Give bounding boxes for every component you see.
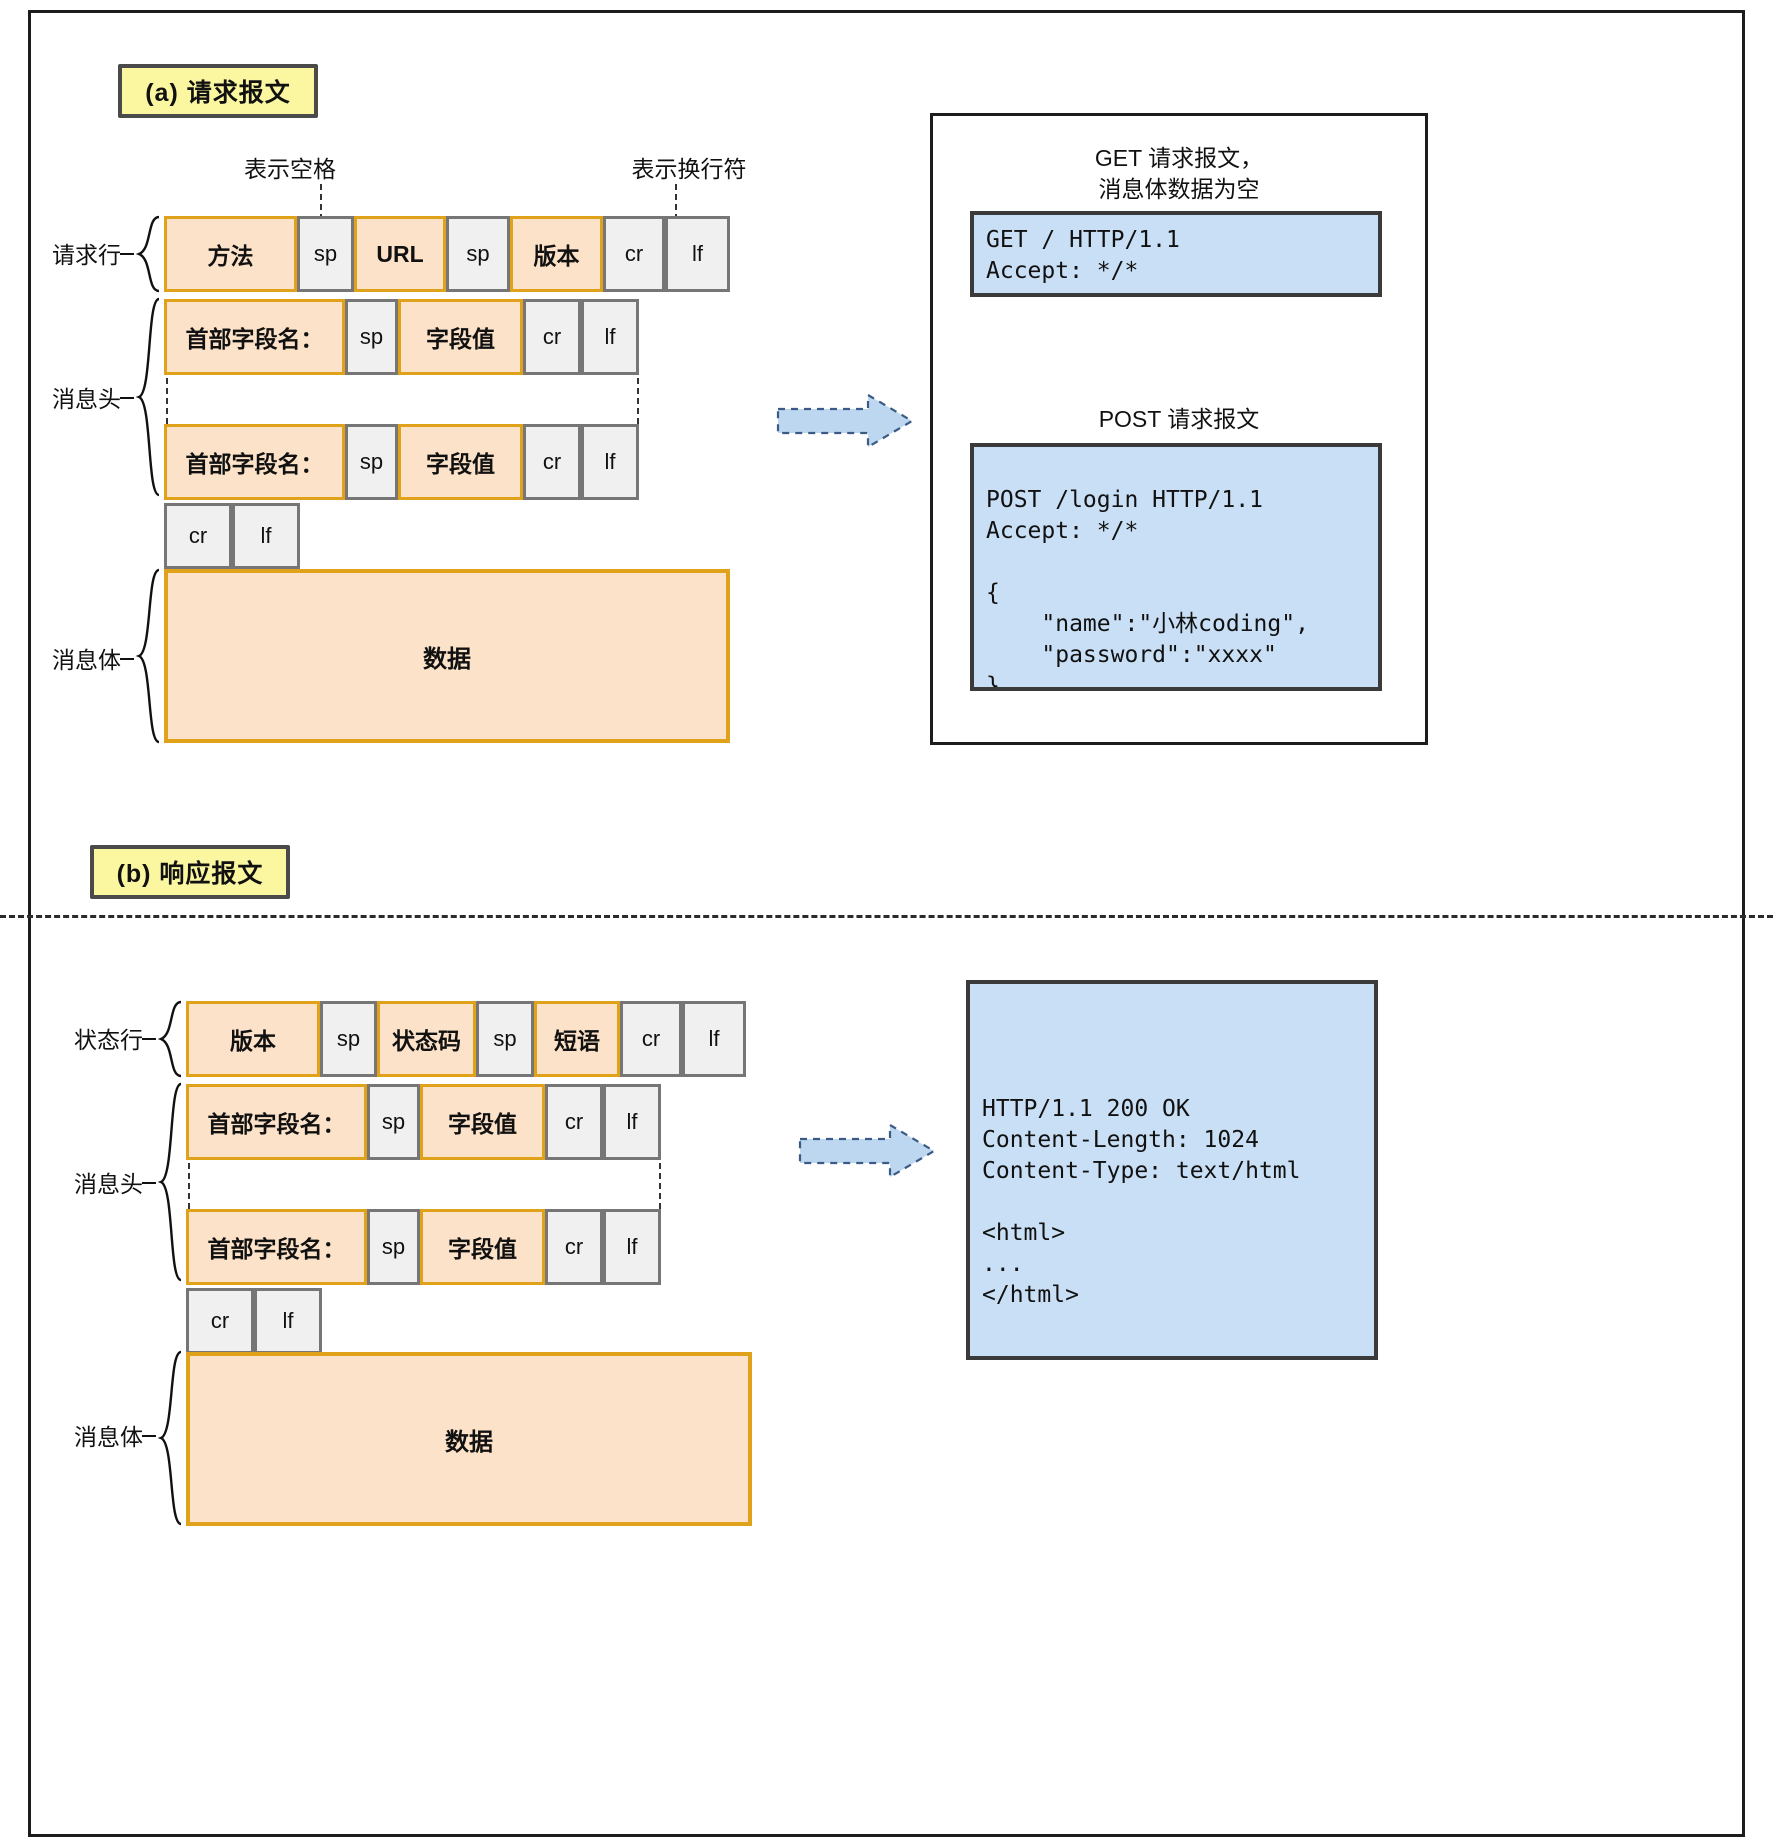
- tick-request-line: [120, 253, 134, 255]
- response-cell-lf: lf: [682, 1001, 746, 1077]
- brace-request-body: [133, 568, 161, 744]
- tick-request-headers: [120, 397, 134, 399]
- tick-response-body: [142, 1435, 156, 1437]
- annotation-newline-leader: [675, 184, 677, 220]
- response-header1-sp: sp: [367, 1084, 420, 1160]
- header-gap-dash-left: [166, 378, 168, 454]
- response-cell-sp-1: sp: [320, 1001, 377, 1077]
- request-blank-cr: cr: [164, 503, 232, 569]
- request-cell-version: 版本: [510, 216, 603, 292]
- tick-request-body: [120, 658, 134, 660]
- response-header1-cr: cr: [545, 1084, 603, 1160]
- request-header2-value: 字段值: [398, 424, 523, 500]
- brace-response-headers: [155, 1082, 183, 1282]
- response-cell-status-code: 状态码: [377, 1001, 476, 1077]
- post-example-title: POST 请求报文: [1098, 406, 1260, 432]
- section-divider: [0, 915, 1773, 918]
- response-cell-reason: 短语: [534, 1001, 620, 1077]
- get-example-title: GET 请求报文， 消息体数据为空: [1094, 145, 1264, 203]
- brace-request-line: [133, 215, 161, 293]
- request-cell-sp-1: sp: [297, 216, 354, 292]
- flow-arrow-response-icon: [798, 1122, 938, 1182]
- response-cell-version: 版本: [186, 1001, 320, 1077]
- tick-response-headers: [142, 1182, 156, 1184]
- tick-status-line: [142, 1038, 156, 1040]
- response-header2-name: 首部字段名：: [186, 1209, 367, 1285]
- response-header1-value: 字段值: [420, 1084, 545, 1160]
- request-header1-lf: lf: [581, 299, 639, 375]
- request-header2-sp: sp: [345, 424, 398, 500]
- header-gap-dash-right: [637, 378, 639, 454]
- label-response-body: 消息体: [74, 1424, 143, 1450]
- request-cell-cr: cr: [603, 216, 665, 292]
- request-cell-lf: lf: [665, 216, 730, 292]
- request-body-box: 数据: [164, 569, 730, 743]
- request-header2-name: 首部字段名：: [164, 424, 345, 500]
- section-a-caption: (a) 请求报文: [118, 64, 318, 118]
- label-status-line: 状态行: [74, 1027, 143, 1053]
- request-header1-sp: sp: [345, 299, 398, 375]
- response-header1-name: 首部字段名：: [186, 1084, 367, 1160]
- label-request-line: 请求行: [52, 242, 121, 268]
- request-header1-value: 字段值: [398, 299, 523, 375]
- section-b-caption: (b) 响应报文: [90, 845, 290, 899]
- request-header1-cr: cr: [523, 299, 581, 375]
- post-example-code: POST /login HTTP/1.1 Accept: */* { "name…: [970, 443, 1382, 691]
- brace-status-line: [155, 1000, 183, 1078]
- response-header2-value: 字段值: [420, 1209, 545, 1285]
- response-blank-cr: cr: [186, 1288, 254, 1354]
- request-cell-method: 方法: [164, 216, 297, 292]
- label-request-headers: 消息头: [52, 386, 121, 412]
- request-blank-lf: lf: [232, 503, 300, 569]
- response-blank-lf: lf: [254, 1288, 322, 1354]
- response-header-gap-dash-left: [188, 1163, 190, 1239]
- response-body-box: 数据: [186, 1352, 752, 1526]
- response-header1-lf: lf: [603, 1084, 661, 1160]
- label-response-headers: 消息头: [74, 1171, 143, 1197]
- request-cell-url: URL: [354, 216, 446, 292]
- annotation-space-label: 表示空格: [244, 156, 336, 182]
- annotation-newline-label: 表示换行符: [631, 156, 747, 182]
- request-header2-lf: lf: [581, 424, 639, 500]
- label-request-body: 消息体: [52, 647, 121, 673]
- request-cell-sp-2: sp: [446, 216, 510, 292]
- response-header2-cr: cr: [545, 1209, 603, 1285]
- response-cell-cr: cr: [620, 1001, 682, 1077]
- response-header-gap-dash-right: [659, 1163, 661, 1239]
- get-example-code: GET / HTTP/1.1 Accept: */*: [970, 211, 1382, 297]
- response-header2-lf: lf: [603, 1209, 661, 1285]
- flow-arrow-request-icon: [776, 392, 916, 452]
- response-header2-sp: sp: [367, 1209, 420, 1285]
- response-example-code: HTTP/1.1 200 OK Content-Length: 1024 Con…: [966, 980, 1378, 1360]
- brace-request-headers: [133, 297, 161, 497]
- request-header2-cr: cr: [523, 424, 581, 500]
- request-header1-name: 首部字段名：: [164, 299, 345, 375]
- response-cell-sp-2: sp: [476, 1001, 534, 1077]
- annotation-space-leader: [320, 184, 322, 220]
- brace-response-body: [155, 1350, 183, 1526]
